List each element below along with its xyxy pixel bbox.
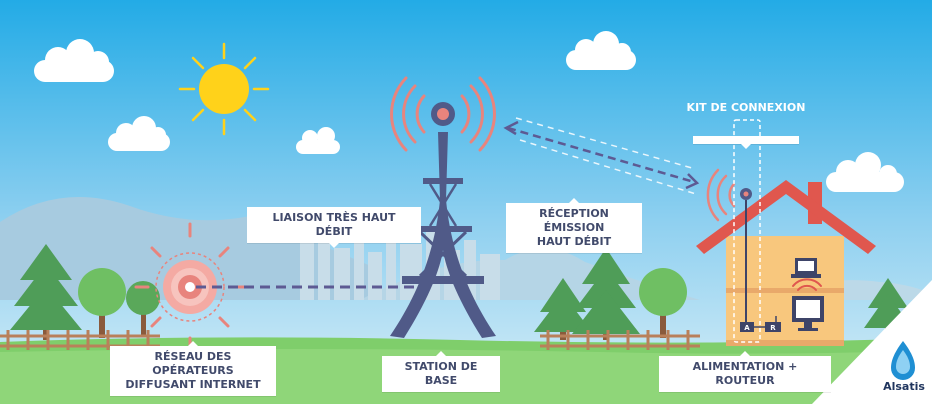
pine-tree-icon	[10, 244, 82, 340]
label-base-station: STATION DE BASE	[382, 351, 500, 392]
label-connection-kit: KIT DE CONNEXION	[686, 101, 806, 114]
note-in-kit: (Dans kit)	[680, 382, 720, 391]
antenna-icon	[706, 168, 752, 222]
cloud-icon	[34, 39, 114, 82]
pine-tree-icon	[534, 278, 592, 340]
label-very-high-speed-link: LIAISON TRÈS HAUT DÉBIT	[247, 207, 421, 248]
round-tree-icon	[78, 268, 126, 338]
house-icon: R A	[696, 180, 876, 346]
round-tree-icon	[639, 268, 687, 338]
wifi-icon	[792, 278, 822, 291]
alsatis-logo-icon	[891, 341, 915, 380]
label-power-router: ALIMENTATION + ROUTEUR	[659, 351, 831, 392]
router-icon: R	[765, 316, 781, 332]
label-antenna	[693, 136, 799, 149]
clouds	[34, 31, 904, 192]
cloud-icon	[108, 116, 170, 151]
label-line: RÉCEPTION ÉMISSION	[539, 207, 609, 234]
fence	[0, 330, 700, 350]
label-operator-network: RÉSEAU DES OPÉRATEURS DIFFUSANT INTERNET	[110, 341, 276, 396]
sun-icon	[178, 42, 270, 136]
base-station-tower-icon	[390, 76, 496, 338]
router-letter: R	[770, 324, 776, 332]
label-text: ALIMENTATION + ROUTEUR	[692, 360, 798, 387]
computer-monitor-icon	[792, 296, 824, 331]
cloud-icon	[296, 127, 340, 154]
label-line: HAUT DÉBIT	[536, 235, 612, 248]
connection-kit-outline	[733, 119, 761, 343]
brand-name: Alsatis	[883, 380, 925, 393]
label-line: RÉSEAU DES OPÉRATEURS	[152, 350, 234, 377]
label-text: STATION DE BASE	[404, 360, 478, 387]
note-not-in-kit: (Hors kit)	[781, 382, 819, 391]
pine-tree-icon	[572, 248, 640, 340]
cloud-icon	[566, 31, 636, 70]
label-text: LIAISON TRÈS HAUT DÉBIT	[272, 211, 396, 238]
adapter-letter: A	[744, 324, 750, 332]
reception-emission-arrows	[503, 117, 700, 195]
label-reception-emission: RÉCEPTION ÉMISSION HAUT DÉBIT	[506, 198, 642, 253]
power-adapter-icon: A	[740, 322, 754, 332]
laptop-icon	[791, 258, 821, 278]
label-line: DIFFUSANT INTERNET	[125, 378, 261, 391]
cloud-icon	[826, 152, 904, 192]
operator-network-icon	[134, 222, 246, 352]
round-tree-icon	[126, 281, 160, 336]
